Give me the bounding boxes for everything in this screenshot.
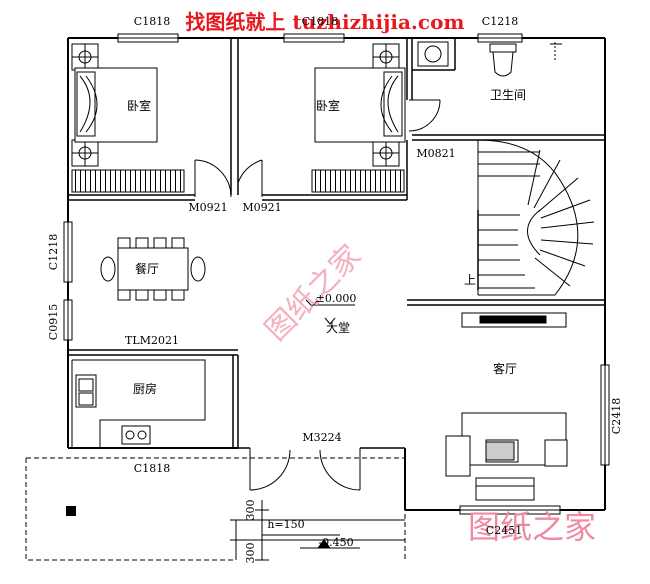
room-dining: 餐厅 <box>135 261 159 276</box>
label-entry-door: M3224 <box>302 431 341 444</box>
label-stair-up: 上 <box>464 273 476 287</box>
room-kitchen: 厨房 <box>133 381 157 396</box>
watermark-bottom: 图纸之家 <box>468 508 596 546</box>
label-window-top-right: C1218 <box>482 15 518 28</box>
label-door-bed-right: M0921 <box>242 201 281 214</box>
label-window-living-bottom: C2451 <box>486 524 522 537</box>
label-window-side: C0915 <box>47 304 60 340</box>
doors <box>194 99 441 491</box>
label-dim-300-b: 300 <box>244 543 257 564</box>
bed-right <box>311 43 406 193</box>
label-elevation-outside: -0.450 <box>318 536 353 549</box>
label-step-height: h=150 <box>267 518 304 531</box>
room-bedroom-right: 卧室 <box>316 98 340 113</box>
staircase <box>477 139 595 296</box>
bed-left <box>71 43 185 193</box>
kitchen-counter <box>71 359 206 448</box>
terrace-outline <box>25 457 406 561</box>
tv-cabinet <box>461 312 567 328</box>
room-living: 客厅 <box>493 361 517 376</box>
watermark-banner: 找图纸就上 tuzhizhijia.com <box>185 10 464 34</box>
sofa-set <box>445 412 568 501</box>
interior-walls <box>68 38 605 449</box>
side-windows <box>63 221 610 515</box>
label-window-top-mid: C1818 <box>302 15 338 28</box>
label-window-living-side: C2418 <box>610 398 623 434</box>
label-door-bed-left: M0921 <box>188 201 227 214</box>
dining-table <box>100 237 206 301</box>
label-window-top-left: C1818 <box>134 15 170 28</box>
label-window-kitchen: C1818 <box>134 462 170 475</box>
top-windows <box>117 33 523 43</box>
corner-column <box>66 506 76 516</box>
room-bathroom: 卫生间 <box>490 88 526 102</box>
room-hall: 大堂 <box>326 321 350 335</box>
label-door-bath: M0821 <box>416 147 455 160</box>
room-bedroom-left: 卧室 <box>127 98 151 113</box>
bathroom-fixtures <box>417 41 562 77</box>
label-elevation-zero: ±0.000 <box>316 292 357 305</box>
label-sliding-door: TLM2021 <box>125 334 179 347</box>
label-dim-300-a: 300 <box>244 500 257 521</box>
elevation-marker <box>305 299 355 325</box>
dimension-marks <box>255 500 360 561</box>
label-window-dining: C1218 <box>47 234 60 270</box>
